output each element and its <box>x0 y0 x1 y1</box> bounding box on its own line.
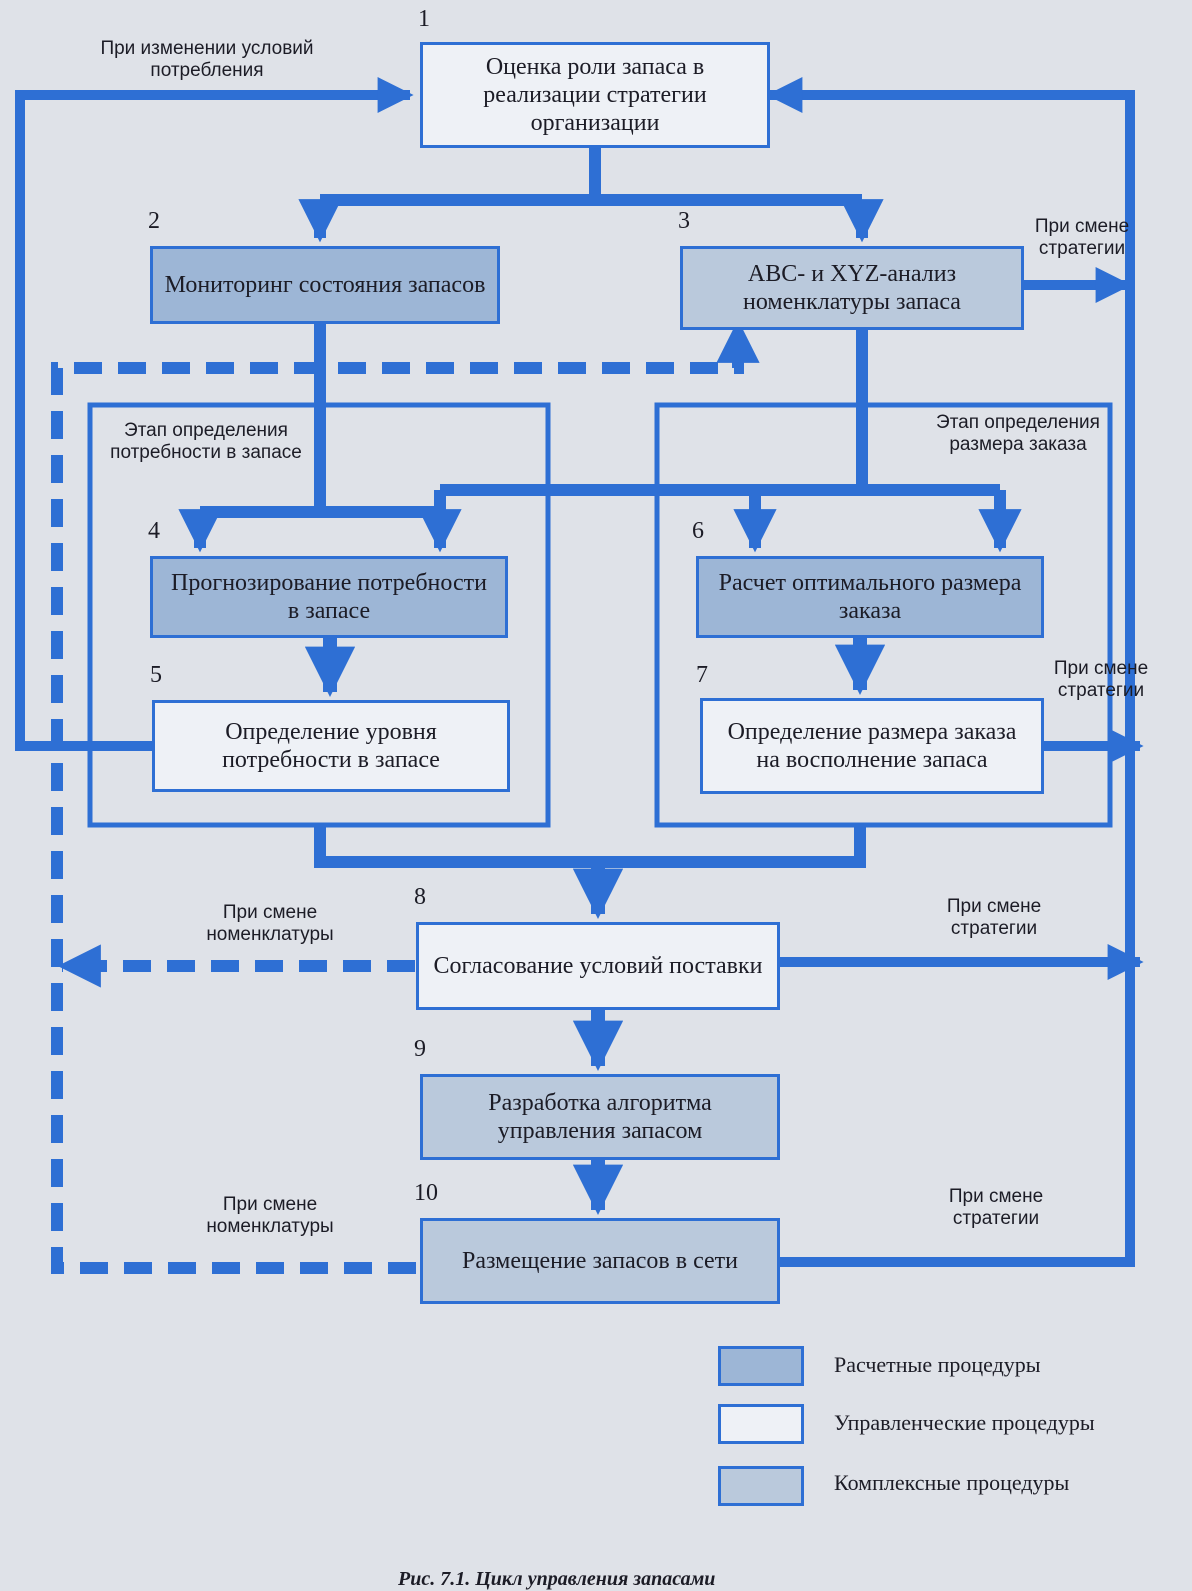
stage-order-frame <box>654 402 1113 828</box>
edge-2-down <box>200 324 440 518</box>
node-10-number: 10 <box>414 1180 438 1206</box>
label-stage-order: Этап определения размера заказа <box>936 412 1100 455</box>
node-network-placement: Размещение запасов в сети <box>420 1218 780 1304</box>
node-8-label: Согласование условий поставки <box>433 953 763 979</box>
node-6-number: 6 <box>692 518 704 544</box>
node-2-number: 2 <box>148 208 160 234</box>
label-nomenclature-change-10: При смене номенклатуры <box>206 1194 334 1237</box>
legend-swatch-complex <box>718 1466 804 1506</box>
label-strategy-change-8: При смене стратегии <box>946 896 1042 939</box>
node-1-label: Оценка роли запаса в реализации стратеги… <box>483 54 707 136</box>
node-demand-level: Определение уровня потребности в запасе <box>152 700 510 792</box>
node-replenishment-order-size: Определение размера заказа на восполнени… <box>700 698 1044 794</box>
node-1-number: 1 <box>418 6 430 32</box>
label-strategy-change-7: При смене стратегии <box>1053 658 1149 701</box>
edge-feedback-consumption <box>15 77 414 751</box>
legend-label-mgmt: Управленческие процедуры <box>834 1410 1095 1435</box>
node-demand-forecasting: Прогнозирование потребности в запасе <box>150 556 508 638</box>
node-optimal-order-size: Расчет оптимального размера заказа <box>696 556 1044 638</box>
node-10-label: Размещение запасов в сети <box>461 1248 738 1274</box>
edge-stages-merge <box>314 825 866 868</box>
legend-swatch-mgmt <box>718 1404 804 1444</box>
label-consumption-change: При изменении условий потребления <box>100 38 314 81</box>
edge-feedback-nomenclature <box>51 319 760 1274</box>
legend-label-complex: Комплексные процедуры <box>834 1470 1070 1495</box>
node-5-label: Определение уровня потребности в запасе <box>222 719 440 773</box>
node-supply-terms: Согласование условий поставки <box>416 922 780 1010</box>
node-strategy-role-assessment: Оценка роли запаса в реализации стратеги… <box>420 42 770 148</box>
node-3-number: 3 <box>678 208 690 234</box>
node-abc-xyz-analysis: ABC- и XYZ-анализ номенклатуры запаса <box>680 246 1024 330</box>
node-stock-monitoring: Мониторинг состояния запасов <box>150 246 500 324</box>
figure-caption: Рис. 7.1. Цикл управления запасами <box>398 1568 716 1590</box>
node-7-label: Определение размера заказа на восполнени… <box>727 719 1017 773</box>
label-nomenclature-change-8: При смене номенклатуры <box>206 902 334 945</box>
node-3-label: ABC- и XYZ-анализ номенклатуры запаса <box>743 261 961 315</box>
edge-3-bus <box>434 490 761 512</box>
node-4-label: Прогнозирование потребности в запасе <box>171 570 487 624</box>
node-6-label: Расчет оптимального размера заказа <box>718 570 1022 624</box>
node-2-label: Мониторинг состояния запасов <box>164 272 486 298</box>
label-strategy-change-10: При смене стратегии <box>948 1186 1044 1229</box>
node-9-label: Разработка алгоритма управления запасом <box>488 1090 712 1144</box>
node-5-number: 5 <box>150 662 162 688</box>
legend-label-calc: Расчетные процедуры <box>834 1352 1041 1377</box>
node-4-number: 4 <box>148 518 160 544</box>
edge-1-split <box>320 148 862 206</box>
edge-3-down <box>440 330 1000 496</box>
stage-demand-frame <box>87 402 551 828</box>
legend-swatch-calc <box>718 1346 804 1386</box>
node-9-number: 9 <box>414 1036 426 1062</box>
node-algorithm-development: Разработка алгоритма управления запасом <box>420 1074 780 1160</box>
edge-feedback-strategy <box>766 77 1135 1267</box>
label-stage-demand: Этап определения потребности в запасе <box>110 420 302 463</box>
label-strategy-change-3: При смене стратегии <box>1034 216 1130 259</box>
node-7-number: 7 <box>696 662 708 688</box>
node-8-number: 8 <box>414 884 426 910</box>
